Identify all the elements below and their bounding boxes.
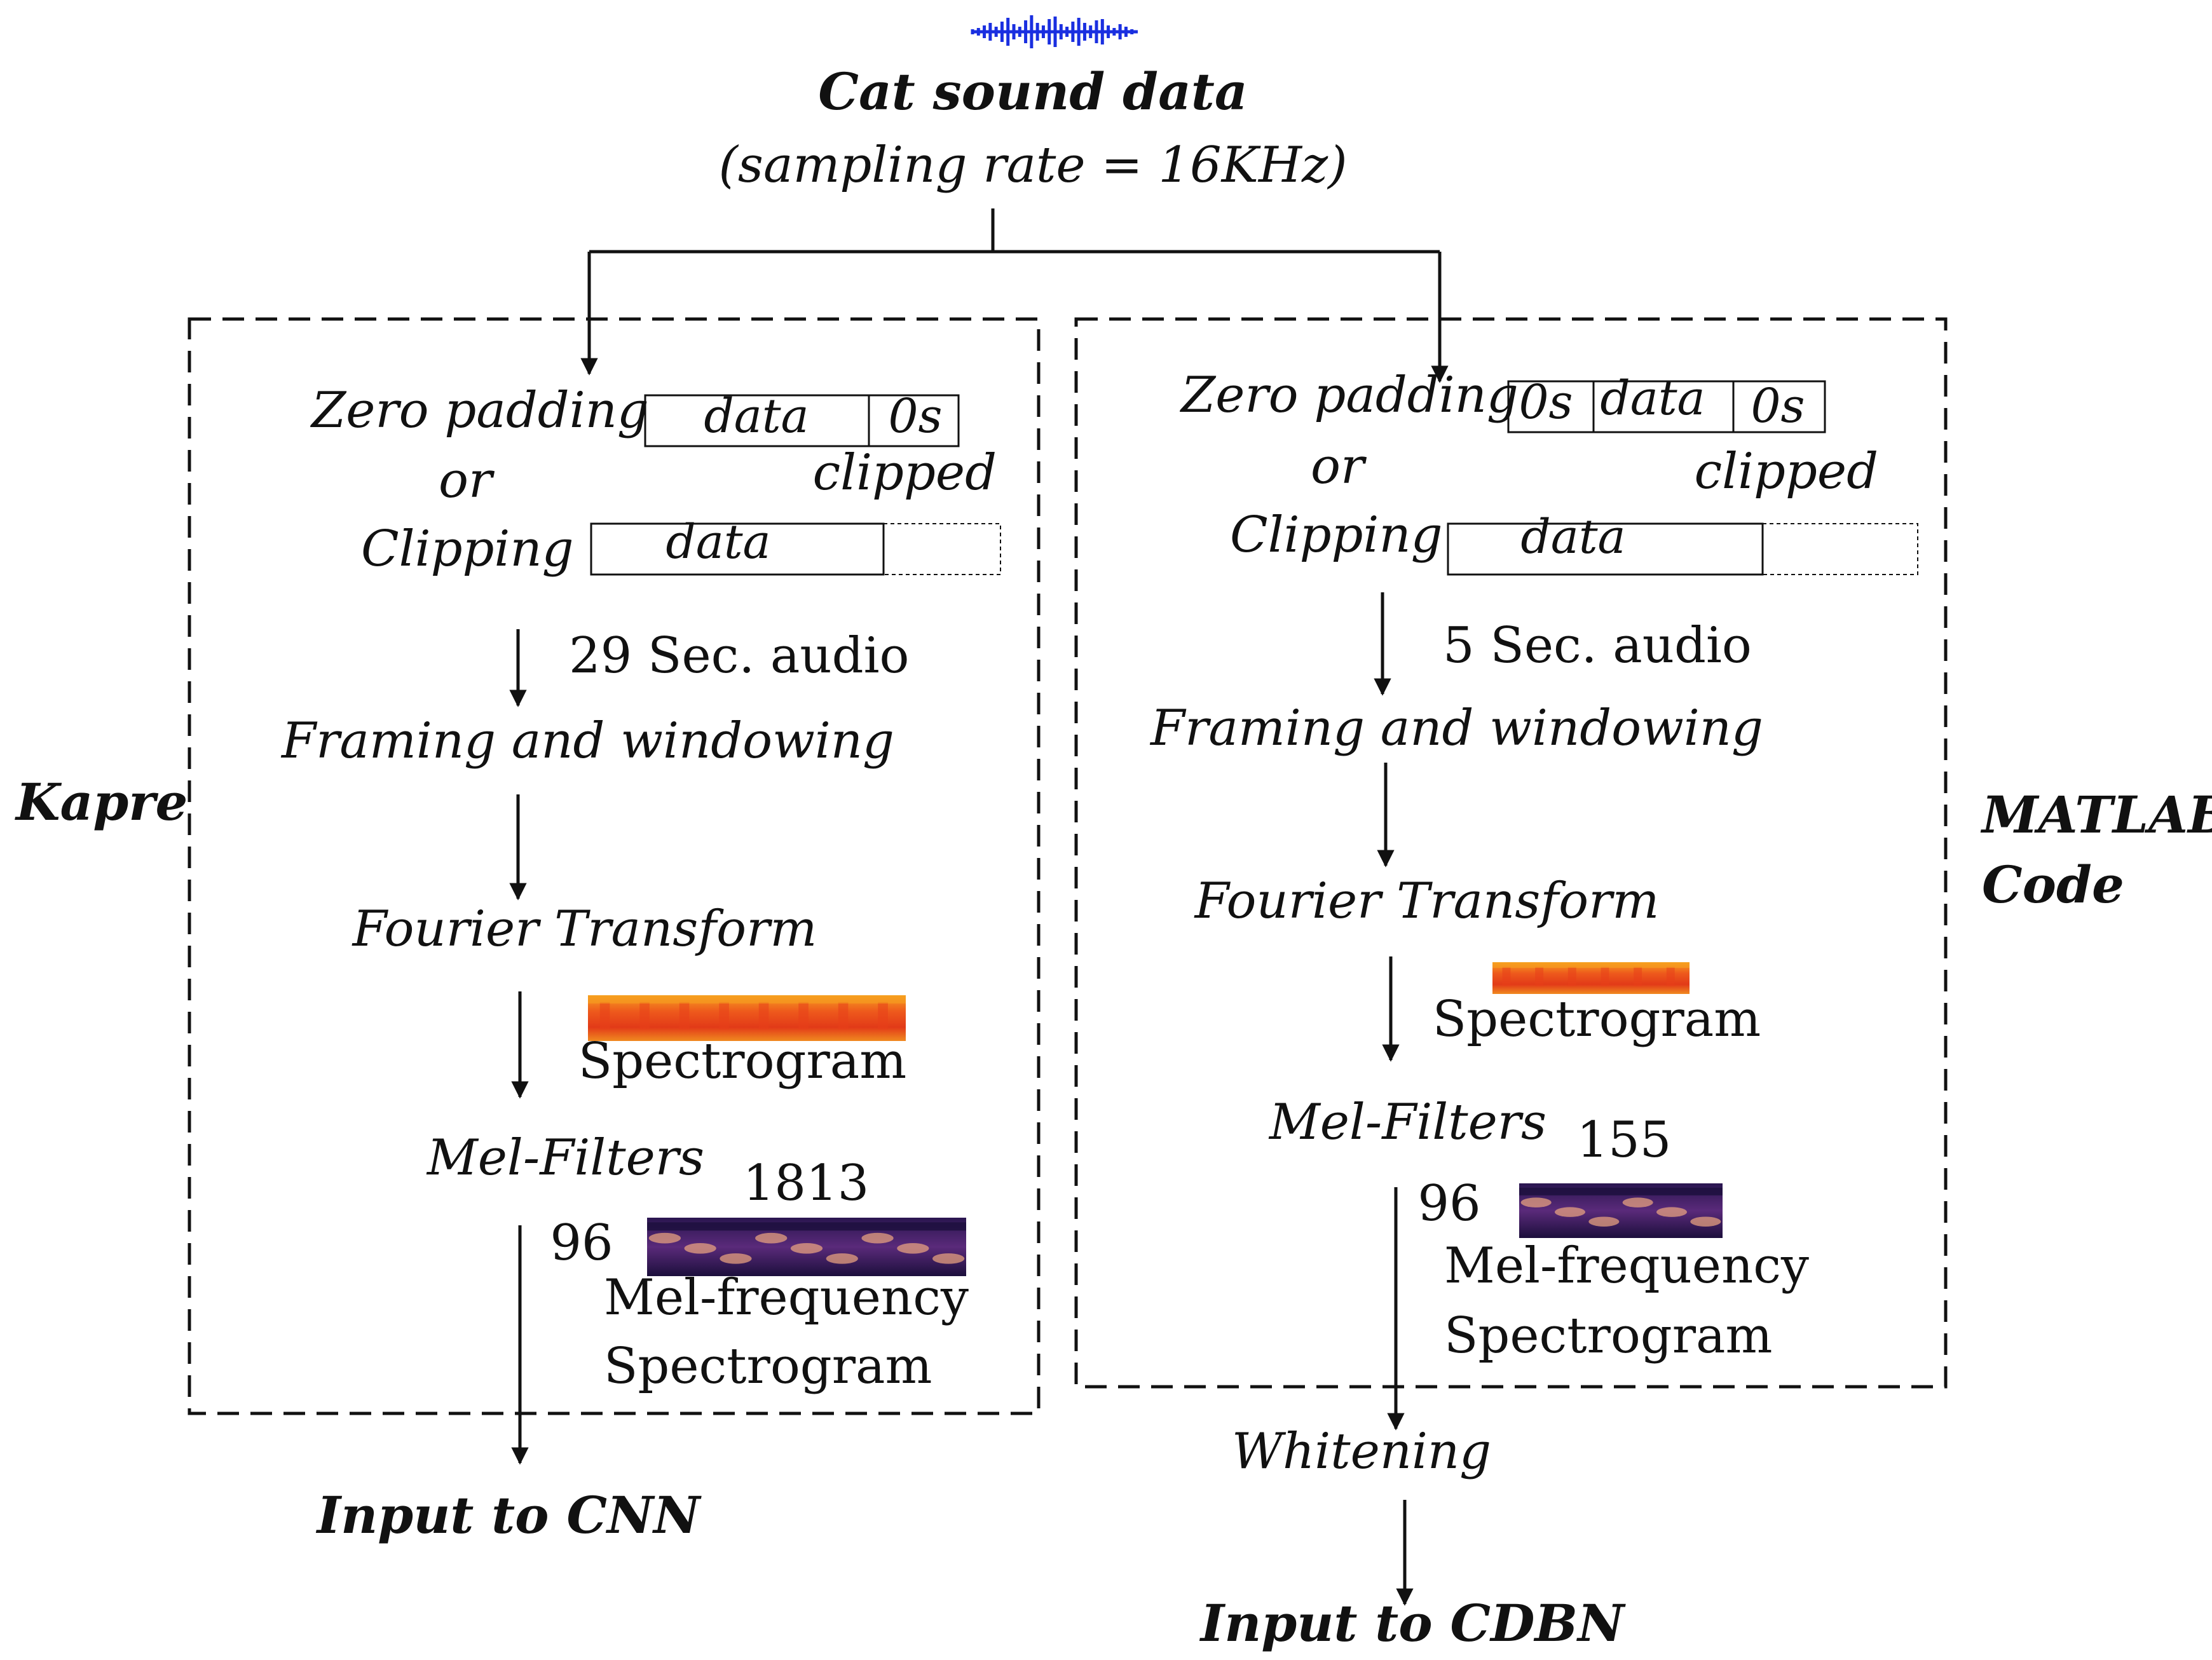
kapre-framing-label: Framing and windowing — [280, 712, 894, 770]
matlab-mel-width: 155 — [1577, 1112, 1672, 1169]
source-title: Cat sound data — [818, 62, 1247, 121]
matlab-spectrogram-label: Spectrogram — [1433, 991, 1761, 1048]
kapre-mel-spectrogram-label-1: Mel-frequency — [604, 1269, 969, 1326]
matlab-framing-label: Framing and windowing — [1149, 700, 1763, 757]
kapre-mel-spectrogram-image — [647, 1218, 966, 1276]
matlab-zero-padding-label: Zero padding — [1179, 367, 1519, 424]
matlab-mel-spectrogram-image — [1519, 1183, 1723, 1238]
kapre-duration-label: 29 Sec. audio — [569, 627, 910, 684]
kapre-zero-padding-label: Zero padding — [310, 382, 649, 439]
kapre-clipping-box: data — [590, 515, 1001, 576]
matlab-or-label: or — [1311, 438, 1367, 495]
matlab-mel-height: 96 — [1417, 1175, 1480, 1232]
kapre-label: Kapre — [15, 772, 188, 832]
matlab-duration-label: 5 Sec. audio — [1443, 617, 1752, 674]
kapre-clipping-label: Clipping — [361, 520, 574, 578]
kapre-spectrogram-image — [588, 995, 906, 1041]
matlab-pad-data: data — [1600, 371, 1705, 426]
kapre-mel-filters-label: Mel-Filters — [426, 1129, 704, 1187]
matlab-output-label: Input to CDBN — [1199, 1593, 1626, 1653]
matlab-mel-spectrogram-label-2: Spectrogram — [1444, 1307, 1772, 1364]
matlab-label-line2: Code — [1982, 855, 2124, 915]
matlab-whitening-label: Whitening — [1232, 1423, 1491, 1480]
kapre-mel-height: 96 — [550, 1214, 613, 1272]
kapre-mel-spectrogram-label-2: Spectrogram — [604, 1338, 932, 1395]
matlab-clipping-label: Clipping — [1230, 507, 1443, 564]
matlab-label-line1: MATLAB — [1980, 785, 2212, 845]
matlab-pad-zeros-left: 0s — [1519, 375, 1573, 430]
kapre-pad-zeros: 0s — [888, 389, 942, 444]
kapre-or-label: or — [439, 452, 495, 509]
source-subtitle: (sampling rate = 16KHz) — [718, 137, 1347, 194]
kapre-spectrogram-label: Spectrogram — [578, 1033, 906, 1090]
matlab-clipped-label: clipped — [1694, 443, 1878, 500]
split-connector — [580, 208, 1449, 383]
kapre-clipped-label: clipped — [812, 444, 997, 501]
matlab-spectrogram-image — [1492, 962, 1690, 994]
matlab-padding-box: 0s data 0s — [1507, 371, 1826, 433]
matlab-mel-spectrogram-label-1: Mel-frequency — [1444, 1237, 1809, 1295]
kapre-mel-width: 1813 — [743, 1155, 870, 1212]
matlab-panel — [1074, 317, 1948, 1389]
kapre-padding-box: data 0s — [644, 389, 960, 447]
kapre-panel — [188, 317, 1041, 1415]
matlab-clipping-box: data — [1447, 510, 1918, 576]
matlab-clip-data: data — [1520, 510, 1625, 564]
kapre-output-label: Input to CNN — [316, 1485, 702, 1545]
kapre-fourier-label: Fourier Transform — [352, 901, 817, 958]
matlab-mel-filters-label: Mel-Filters — [1268, 1094, 1546, 1151]
kapre-pad-data: data — [704, 389, 809, 444]
matlab-fourier-label: Fourier Transform — [1194, 873, 1660, 930]
matlab-pad-zeros-right: 0s — [1751, 379, 1805, 433]
kapre-clip-data: data — [666, 515, 770, 569]
audio-waveform-icon — [971, 15, 1138, 48]
